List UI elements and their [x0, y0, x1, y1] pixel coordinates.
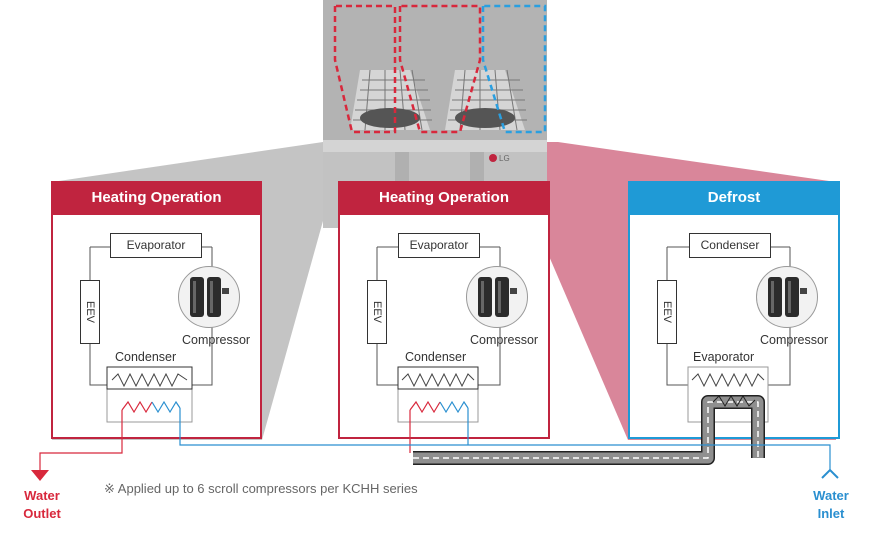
eev-label: EEV	[661, 300, 673, 324]
compressor-icon	[466, 266, 528, 328]
eev-label: EEV	[371, 300, 383, 324]
compressor-icon	[178, 266, 240, 328]
water-outlet-label: Water Outlet	[23, 488, 61, 521]
water-inlet-label: Water Inlet	[813, 488, 849, 521]
panel-title: Heating Operation	[340, 183, 548, 215]
compressor-label: Compressor	[760, 333, 829, 347]
eev-valve: EEV	[80, 280, 100, 344]
water-inlet-arrow	[821, 468, 839, 479]
water-outlet-arrow	[31, 470, 49, 481]
coil-water-cold-1	[151, 400, 181, 414]
condenser-label: Condenser	[115, 350, 177, 364]
fan-right	[445, 69, 527, 131]
coil-water-cold-2	[439, 400, 469, 414]
coil-water-hot-1	[121, 400, 153, 414]
lg-logo-icon	[489, 154, 497, 162]
water-inlet-pipe	[179, 408, 831, 470]
footnote: ※ Applied up to 6 scroll compressors per…	[104, 481, 418, 496]
water-outlet-pipe	[39, 410, 123, 470]
condenser-label: Condenser	[405, 350, 467, 364]
condenser-box: Condenser	[689, 233, 771, 258]
compressor-label: Compressor	[470, 333, 539, 347]
fan-left	[350, 69, 432, 131]
compressor-icon	[756, 266, 818, 328]
eev-label: EEV	[84, 300, 96, 324]
coil-refrigerant-1	[111, 372, 188, 388]
evaporator-label: Evaporator	[693, 350, 755, 364]
coil-refrigerant-3	[691, 372, 765, 388]
evaporator-box: Evaporator	[398, 233, 480, 258]
coil-water-hot-2	[409, 400, 441, 414]
lg-logo: LG	[499, 154, 510, 163]
coil-refrigerant-2	[401, 372, 475, 388]
panel-title: Defrost	[630, 183, 838, 215]
defrost-bypass-pipe	[413, 395, 765, 465]
eev-valve: EEV	[657, 280, 677, 344]
heating-coil-outlines	[333, 4, 482, 134]
evaporator-box: Evaporator	[110, 233, 202, 258]
defrost-coil-outline	[481, 4, 547, 134]
panel-title: Heating Operation	[53, 183, 260, 215]
compressor-label: Compressor	[182, 333, 251, 347]
eev-valve: EEV	[367, 280, 387, 344]
